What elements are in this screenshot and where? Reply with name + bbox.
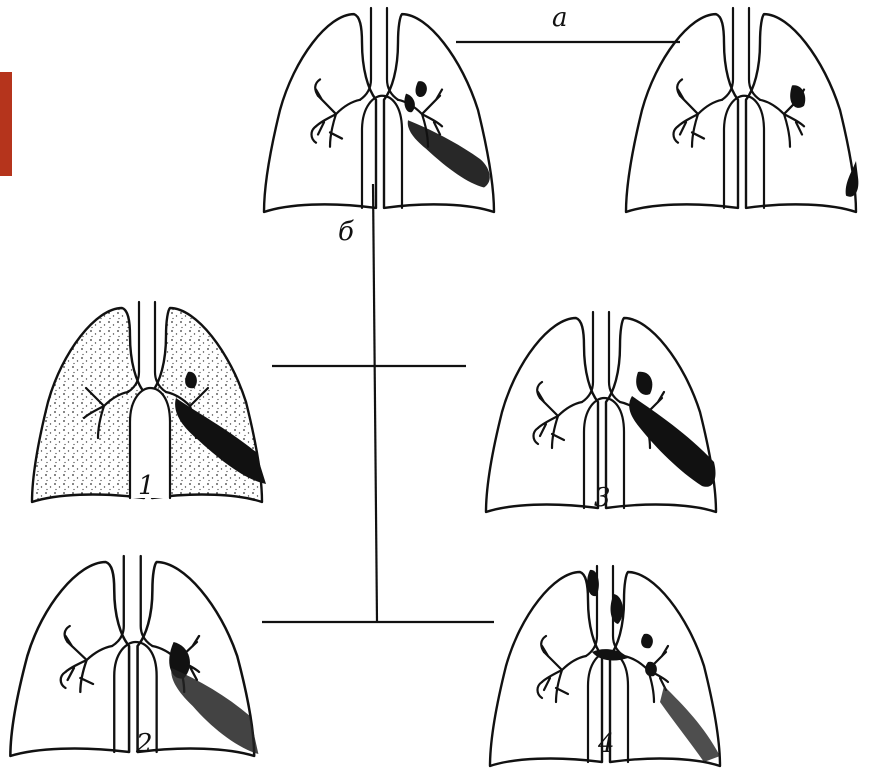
lung-pair-3 bbox=[486, 312, 716, 512]
label-b: б bbox=[338, 217, 354, 247]
label-fig4: 4 bbox=[597, 729, 615, 759]
label-fig2: 2 bbox=[135, 729, 153, 759]
lung-pair-top-left bbox=[264, 8, 494, 212]
label-fig1: 1 bbox=[138, 471, 155, 501]
label-a: a bbox=[552, 3, 568, 33]
lung-pair-2 bbox=[10, 556, 258, 756]
lung-pair-top-right bbox=[626, 8, 858, 212]
label-fig3: 3 bbox=[594, 483, 611, 513]
